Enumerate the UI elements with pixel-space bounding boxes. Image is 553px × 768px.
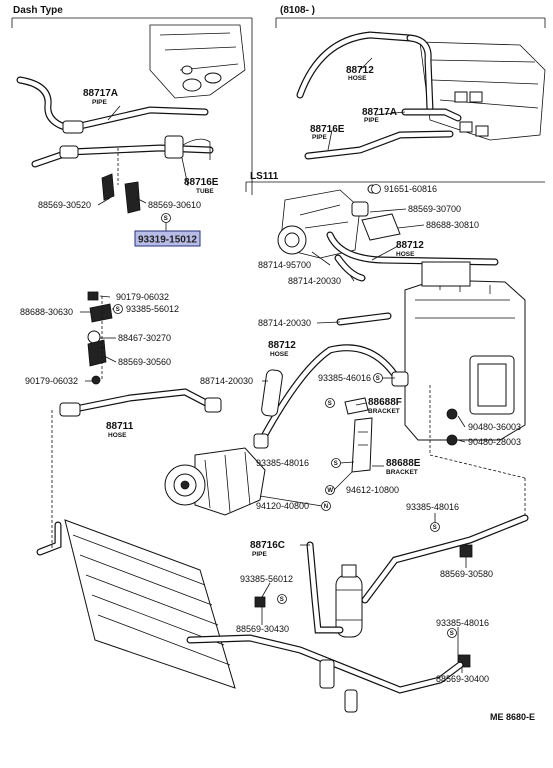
part-88712-mid-name: HOSE: [396, 251, 415, 258]
symbol-circle-91651: [371, 184, 381, 194]
part-88569-30610: 88569-30610: [148, 200, 201, 210]
part-90179-06032-top: 90179-06032: [116, 292, 169, 302]
symbol-w-1: W: [325, 485, 335, 495]
part-88688e-name: BRACKET: [386, 469, 418, 476]
highlighted-part-callout[interactable]: 93319-15012: [134, 230, 201, 247]
hoses-middle: [59, 312, 409, 449]
part-88714-20030-b: 88714-20030: [258, 318, 311, 328]
part-88712-top-name: HOSE: [348, 75, 367, 82]
part-labels: 88717A PIPE 88716E TUBE 88569-30520 8856…: [20, 65, 521, 684]
svg-text:W: W: [327, 488, 333, 494]
svg-text:S: S: [164, 216, 168, 222]
part-94612-10800: 94612-10800: [346, 485, 399, 495]
part-90480-28003: 90480-28003: [468, 437, 521, 447]
svg-text:S: S: [433, 525, 437, 531]
symbol-s-2: S: [113, 304, 123, 314]
part-93385-46016: 93385-46016: [318, 373, 371, 383]
symbol-s-1: S: [161, 213, 171, 223]
part-88569-30520: 88569-30520: [38, 200, 91, 210]
part-88569-30700: 88569-30700: [408, 204, 461, 214]
svg-text:N: N: [324, 504, 328, 510]
dash-type-illustration: [16, 24, 246, 214]
part-88711-name: HOSE: [108, 432, 127, 439]
evaporator-unit: [404, 261, 526, 479]
part-88714-95700: 88714-95700: [258, 260, 311, 270]
part-88717a-top-name: PIPE: [92, 99, 107, 106]
symbol-s-5: S: [331, 458, 341, 468]
header-model-range: (8108- ): [280, 5, 315, 16]
bottom-pipes: [186, 478, 529, 713]
part-88712-low-num: 88712: [268, 340, 296, 351]
symbol-s-6: S: [430, 522, 440, 532]
part-88688e-num: 88688E: [386, 458, 421, 469]
part-90179-06032-bot: 90179-06032: [25, 376, 78, 386]
part-88569-30430: 88569-30430: [236, 624, 289, 634]
svg-text:S: S: [450, 631, 454, 637]
part-88716e-right-num: 88716E: [310, 124, 345, 135]
part-88714-20030-a: 88714-20030: [288, 276, 341, 286]
diagram-footer-code: ME 8680-E: [490, 712, 535, 722]
part-88711-num: 88711: [106, 421, 134, 432]
receiver-dryer: [254, 544, 473, 668]
part-88688f-num: 88688F: [368, 397, 402, 408]
part-90480-36003: 90480-36003: [468, 422, 521, 432]
part-88569-30400: 88569-30400: [436, 674, 489, 684]
section-frames: [11, 17, 546, 195]
symbol-s-3: S: [373, 373, 383, 383]
header-dash-type: Dash Type: [13, 5, 63, 16]
part-88712-mid-num: 88712: [396, 240, 424, 251]
part-88688-30630: 88688-30630: [20, 307, 73, 317]
part-88712-top-num: 88712: [346, 65, 374, 76]
part-88714-20030-c: 88714-20030: [200, 376, 253, 386]
part-88716c-num: 88716C: [250, 540, 285, 551]
symbol-n-1: N: [321, 501, 331, 511]
part-88717a-right-num: 88717A: [362, 107, 397, 118]
part-88717a-top-num: 88717A: [83, 88, 118, 99]
compressor: [164, 447, 266, 516]
header-ls111: LS111: [250, 171, 279, 182]
part-93385-56012-bot: 93385-56012: [240, 574, 293, 584]
part-88569-30560: 88569-30560: [118, 357, 171, 367]
svg-text:S: S: [376, 376, 380, 382]
svg-text:S: S: [328, 401, 332, 407]
highlight-box[interactable]: [134, 230, 201, 247]
part-88467-30270: 88467-30270: [118, 333, 171, 343]
part-88716c-name: PIPE: [252, 551, 267, 558]
symbol-s-8: S: [447, 628, 457, 638]
part-88716e-right-name: PIPE: [312, 134, 327, 141]
part-94120-40800: 94120-40800: [256, 501, 309, 511]
part-88569-30580: 88569-30580: [440, 569, 493, 579]
svg-text:S: S: [116, 307, 120, 313]
part-88688f-name: BRACKET: [368, 408, 400, 415]
part-93385-56012-top: 93385-56012: [126, 304, 179, 314]
brackets-e-f: [344, 397, 373, 473]
part-88717a-right-name: PIPE: [364, 117, 379, 124]
ls111-illustration: [277, 184, 499, 282]
svg-text:S: S: [280, 597, 284, 603]
part-88712-low-name: HOSE: [270, 351, 289, 358]
leader-lines: [80, 57, 467, 673]
part-88716e-left-num: 88716E: [184, 177, 219, 188]
bolt-symbols: S S S S S W N S S S: [113, 184, 457, 638]
symbol-s-7: S: [277, 594, 287, 604]
top-right-illustration: [296, 31, 546, 160]
part-88716e-left-name: TUBE: [196, 188, 214, 195]
svg-text:S: S: [334, 461, 338, 467]
part-91651-60816: 91651-60816: [384, 184, 437, 194]
highlighted-part-number[interactable]: 93319-15012: [138, 235, 197, 246]
symbol-s-4: S: [325, 398, 335, 408]
part-93385-48016-c: 93385-48016: [436, 618, 489, 628]
condenser: [36, 410, 236, 689]
part-88688-30810: 88688-30810: [426, 220, 479, 230]
part-93385-48016-b: 93385-48016: [406, 502, 459, 512]
part-93385-48016-a: 93385-48016: [256, 458, 309, 468]
